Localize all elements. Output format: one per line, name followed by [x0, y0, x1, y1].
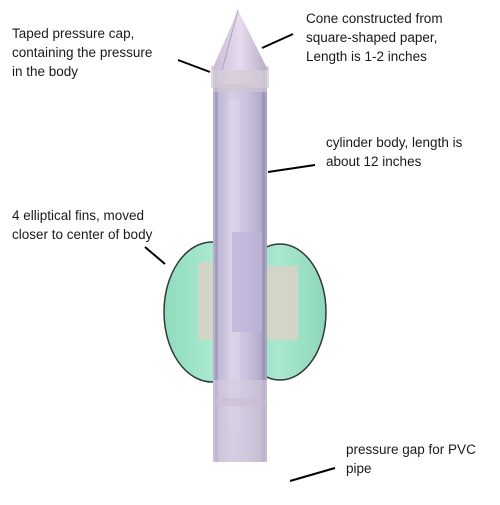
annotation-line: 4 elliptical fins, moved — [12, 206, 152, 225]
leader-gap — [290, 468, 335, 481]
annotation-cylinder-body: cylinder body, length is about 12 inches — [326, 133, 462, 171]
annotation-pressure-cap: Taped pressure cap, containing the press… — [12, 24, 152, 81]
annotation-line: cylinder body, length is — [326, 133, 462, 152]
leader-cap — [178, 60, 210, 72]
leader-fins — [145, 247, 165, 264]
annotation-line: closer to center of body — [12, 225, 152, 244]
annotation-line: Length is 1-2 inches — [306, 47, 443, 66]
annotation-line: in the body — [12, 62, 152, 81]
annotation-line: Taped pressure cap, — [12, 24, 152, 43]
annotation-pressure-gap: pressure gap for PVC pipe — [346, 440, 476, 478]
pressure-gap — [213, 380, 267, 462]
annotation-line: containing the pressure — [12, 43, 152, 62]
fin-tape-right — [262, 266, 298, 340]
annotation-line: about 12 inches — [326, 152, 462, 171]
leader-cone — [262, 34, 293, 48]
annotation-fins: 4 elliptical fins, moved closer to cente… — [12, 206, 152, 244]
leader-body — [268, 165, 315, 172]
annotation-line: square-shaped paper, — [306, 28, 443, 47]
nose-cone — [212, 10, 268, 70]
annotation-cone: Cone constructed from square-shaped pape… — [306, 9, 443, 66]
annotation-line: Cone constructed from — [306, 9, 443, 28]
annotation-line: pressure gap for PVC — [346, 440, 476, 459]
annotation-line: pipe — [346, 459, 476, 478]
